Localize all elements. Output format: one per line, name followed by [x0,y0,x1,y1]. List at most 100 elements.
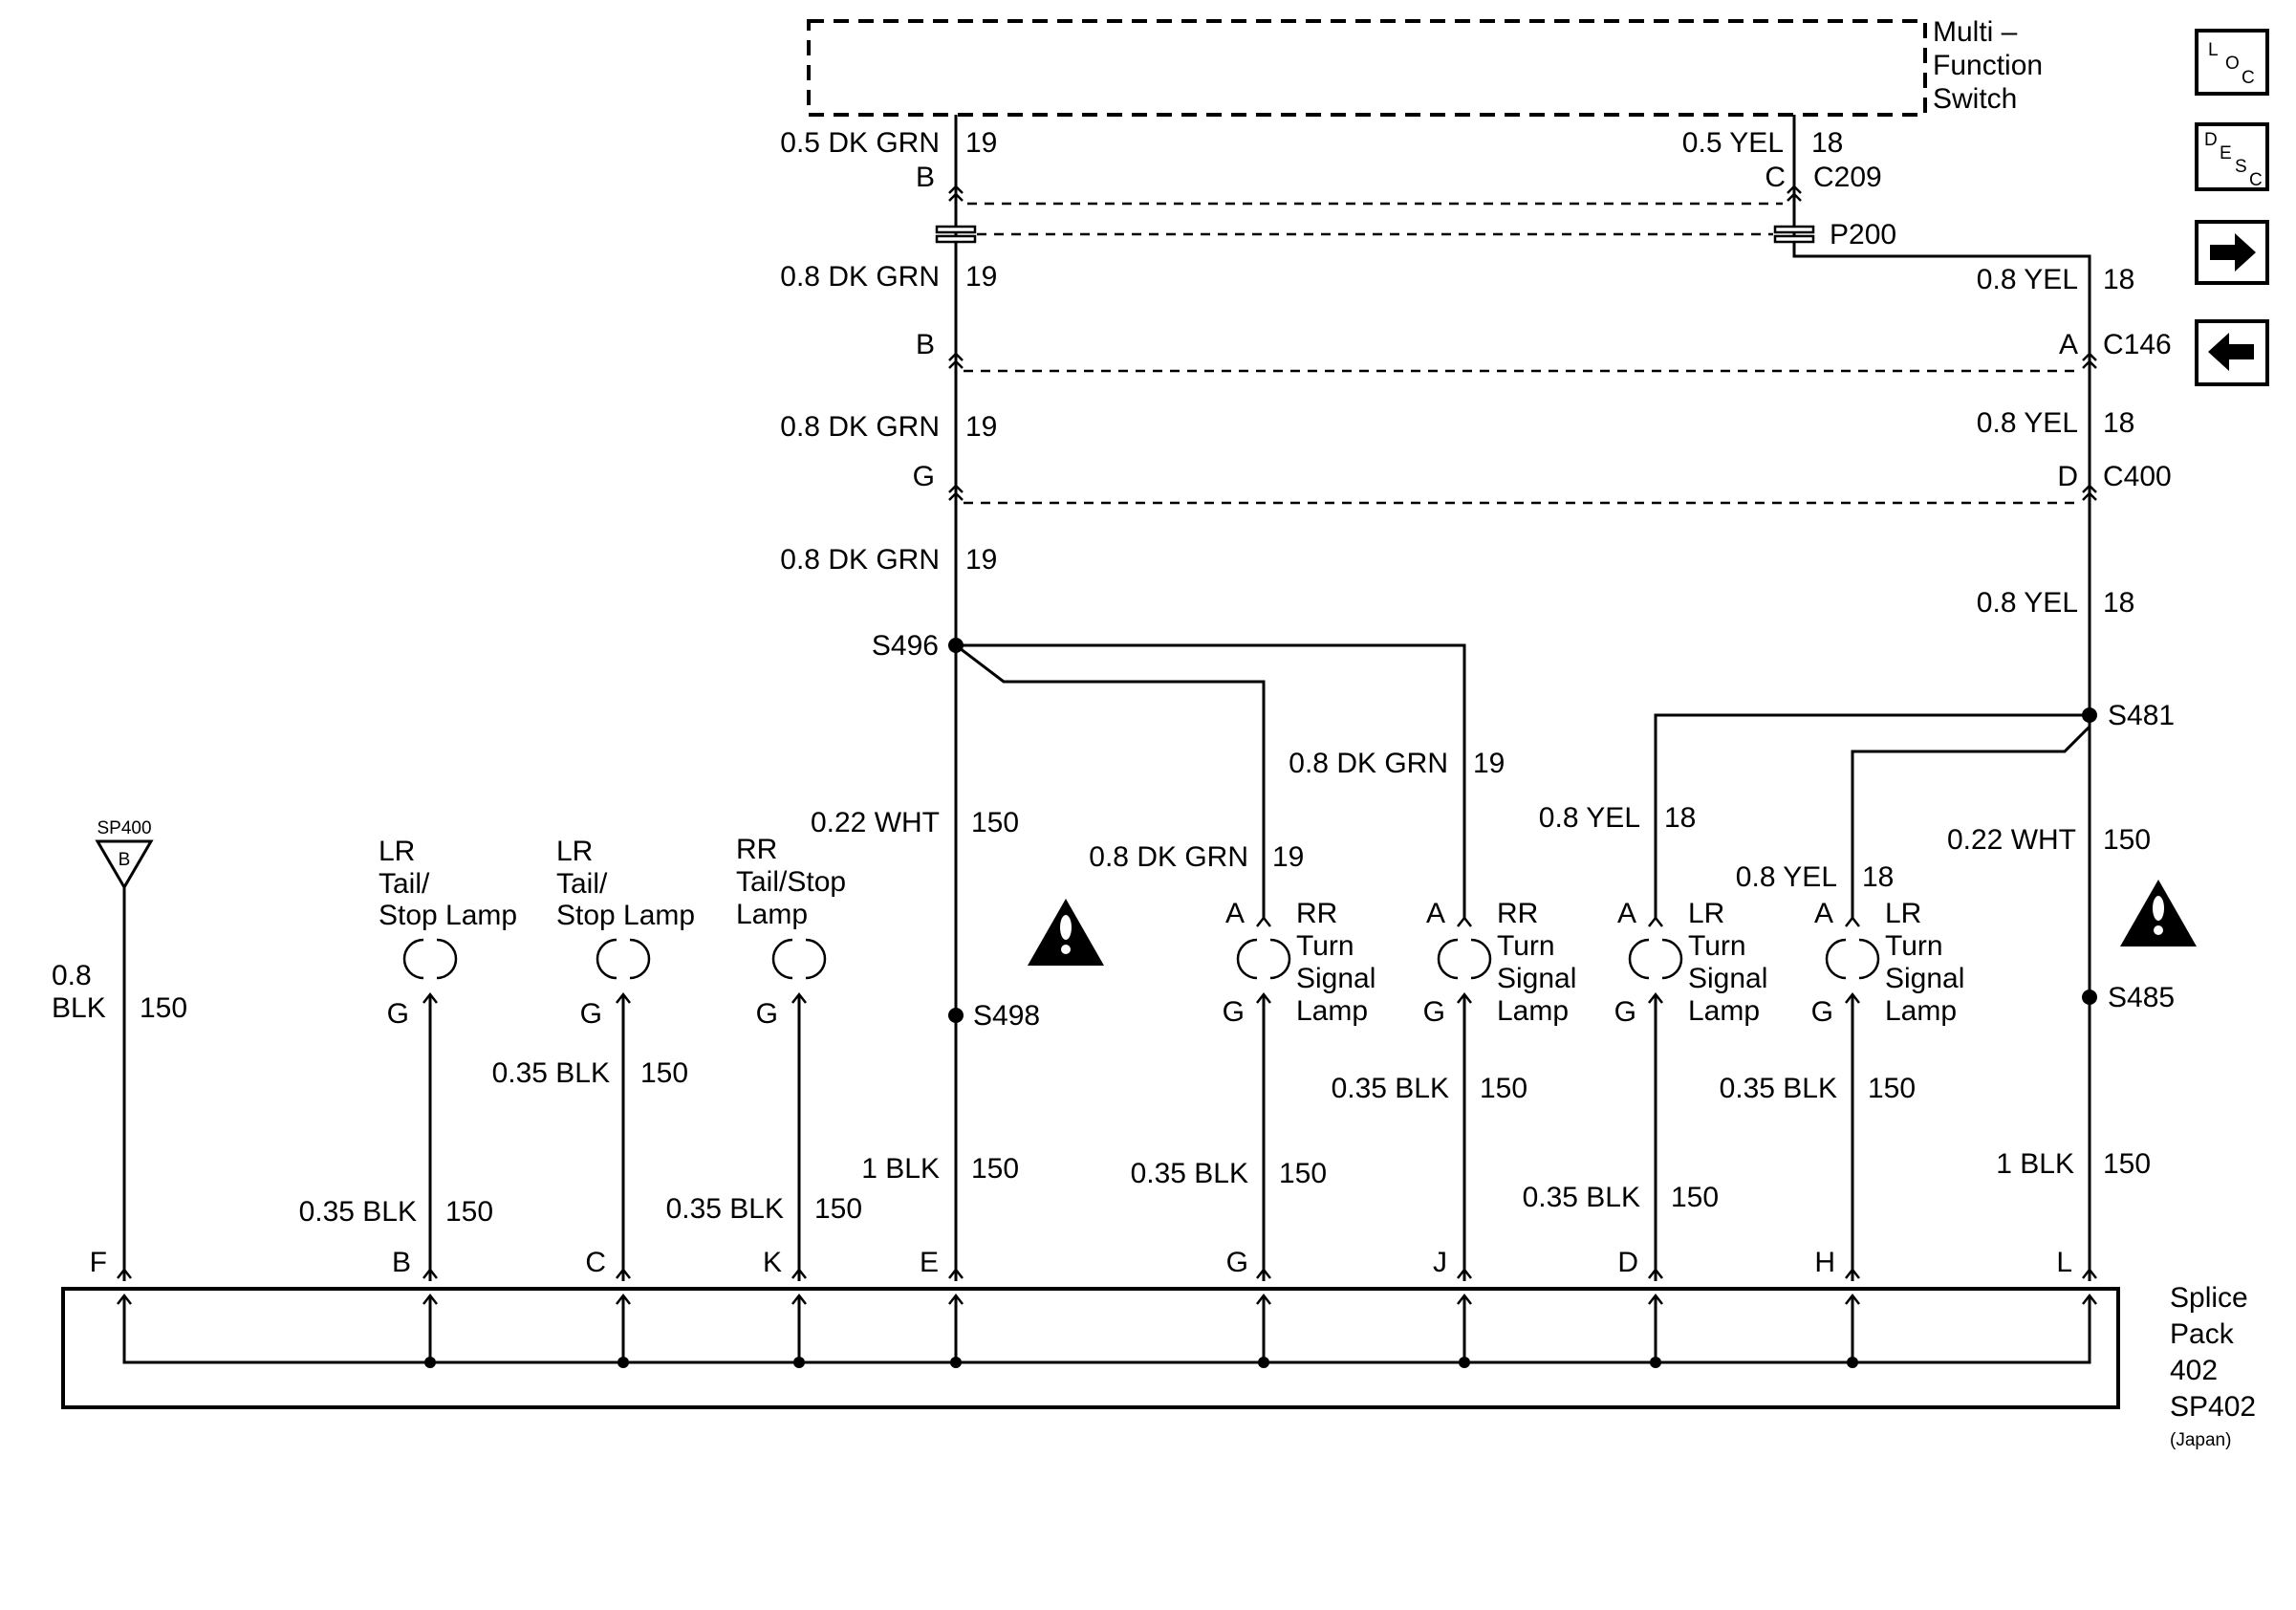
multi-function-switch-label-line1: Multi – [1933,16,2018,48]
loc-button[interactable]: L O C [2195,29,2269,96]
splice-pin-g: G [1226,1247,1248,1278]
lamp-rr-turn-2-line3: Signal [1497,963,1576,994]
circuit-label-right-3: 18 [2103,407,2134,439]
wire-yel-main [1792,234,2091,727]
circuit-label-h: 150 [1868,1073,1916,1104]
arrow-left-icon [2208,333,2254,371]
c146-pin-a-label: A [2059,329,2078,360]
next-button[interactable] [2195,220,2269,285]
wire-label-right-2: 0.8 YEL [1977,264,2078,295]
lamp-rr-turn-1-pin-a: A [1225,898,1245,929]
p200-right-grommet [1773,225,1815,244]
splice-s496-label: S496 [872,630,939,662]
circuit-label-left-3: 19 [965,411,997,443]
circuit-label-left-2: 19 [965,261,997,293]
lamp-lr-tail-1-pin: G [387,998,409,1030]
wire-dk-grn-branch-j [956,643,1466,918]
circuit-label-left-1: 19 [965,127,997,159]
wire-label-g: 0.35 BLK [1131,1158,1248,1189]
circuit-label-k: 150 [814,1193,862,1225]
circuit-label-e: 150 [971,1153,1019,1185]
lamp-rr-turn-signal-1: A G RR Turn Signal Lamp [1223,898,1376,1028]
lamp-lr-tail-2-line2: Tail/ [556,868,608,900]
lamp-lr-turn-1-line1: LR [1688,898,1724,929]
wire-label-right-3: 0.8 YEL [1977,407,2078,439]
prev-button[interactable] [2195,319,2269,386]
splice-pin-j: J [1433,1247,1447,1278]
loc-button-frame[interactable] [2195,29,2269,96]
c209-pin-b-label: B [916,162,935,193]
lamp-lr-turn-1-pin-g: G [1614,996,1636,1028]
lamp-lr-turn-1-pin-a: A [1617,898,1636,929]
circuit-label-right-2: 18 [2103,264,2134,295]
circuit-label-right-1: 18 [1811,127,1843,159]
wire-label-l: 1 BLK [1996,1148,2074,1180]
lamp-rr-turn-1-pin-g: G [1223,996,1245,1028]
circuit-label-c: 150 [640,1057,688,1089]
splice-s485-label: S485 [2108,982,2175,1013]
lamp-lr-turn-2-line1: LR [1885,898,1921,929]
lamp-rr-turn-2-line2: Turn [1497,930,1555,962]
pin-arrow-icon [1844,916,1861,928]
lamp-lr-turn-2-line4: Lamp [1885,995,1957,1027]
wire-label-dkgrn-branch-a: 0.8 DK GRN [1289,748,1448,779]
lamp-rr-turn-2-pin-g: G [1423,996,1445,1028]
circuit-label-d: 150 [1671,1182,1719,1213]
lamp-lr-turn-2-pin-a: A [1814,898,1833,929]
lamp-rr-tail-line2: Tail/Stop [736,866,846,898]
wire-dk-grn-branch-g [955,643,1266,918]
sp400-label: SP400 [97,818,151,838]
sp400-pin-label: B [119,850,131,870]
lamp-lr-turn-1-line4: Lamp [1688,995,1760,1027]
multi-function-switch-label-line3: Switch [1933,83,2017,115]
circuit-label-right-4: 18 [2103,587,2134,619]
lamp-lr-turn-1-line3: Signal [1688,963,1767,994]
circuit-label-l: 150 [2103,1148,2151,1180]
circuit-label-wht-left: 150 [971,807,1019,838]
lamp-lr-tail-stop-1: LR Tail/ Stop Lamp G [379,836,517,1030]
circuit-label-b: 150 [445,1196,493,1228]
wire-label-h: 0.35 BLK [1720,1073,1837,1104]
desc-button-frame[interactable] [2195,122,2269,191]
desc-button[interactable]: D E S C [2195,122,2269,191]
wire-label-left-3: 0.8 DK GRN [780,411,940,443]
circuit-label-wht-right: 150 [2103,824,2151,856]
lamp-lr-tail-stop-2: LR Tail/ Stop Lamp G [556,836,695,1030]
lamp-rr-turn-2-line4: Lamp [1497,995,1569,1027]
wire-label-e: 1 BLK [861,1153,940,1185]
lamp-lr-tail-1-line1: LR [379,836,415,867]
lamp-bulb-icon [1825,938,1880,980]
splice-pin-l: L [2056,1247,2072,1278]
wire-yel-branch-h [1851,715,2091,918]
splice-pack-label-line2: Pack [2170,1318,2235,1350]
multi-function-switch-box [807,19,1927,117]
lamp-rr-turn-2-line1: RR [1497,898,1538,929]
desc-button-letter-s: S [2235,157,2247,177]
circuit-label-dkgrn-branch-a: 19 [1473,748,1505,779]
splice-pack-inner-arrows [116,1294,2098,1306]
splice-s498-dot [948,1008,964,1023]
wire-label-wht-left: 0.22 WHT [811,807,940,838]
circuit-label-left-4: 19 [965,544,997,576]
splice-pack-taps [424,1295,1858,1368]
wire-label-wht-right: 0.22 WHT [1947,824,2076,856]
desc-button-letter-e: E [2220,143,2232,163]
loc-button-letter-o: O [2225,54,2240,74]
splice-pack-label-line3: 402 [2170,1355,2218,1386]
lamp-bulb-icon [1236,938,1291,980]
lamp-rr-tail-line1: RR [736,834,777,865]
lamp-rr-turn-1-line1: RR [1296,898,1337,929]
lamp-lr-tail-2-line1: LR [556,836,593,867]
lamp-rr-turn-1-line4: Lamp [1296,995,1368,1027]
loc-button-letter-c: C [2242,68,2255,88]
splice-pack-box [61,1287,2120,1409]
c400-pin-g-label: G [913,461,935,492]
wire-label-left-1: 0.5 DK GRN [780,127,940,159]
c146-label: C146 [2103,329,2172,360]
circuit-label-j: 150 [1480,1073,1527,1104]
pin-arrow-icon [1647,916,1664,928]
lamp-bulb-icon [771,938,827,980]
lamp-lr-tail-2-pin: G [580,998,602,1030]
splice-pin-h: H [1814,1247,1835,1278]
